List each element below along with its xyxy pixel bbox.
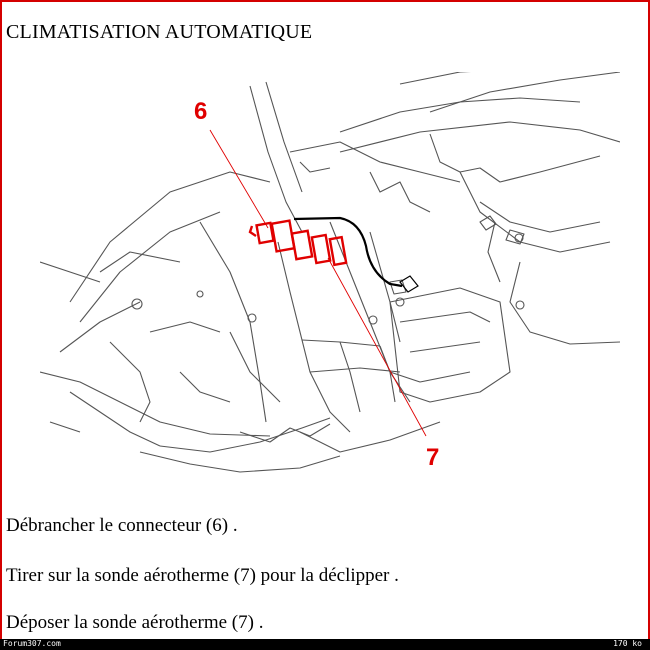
step-disconnect-connector: Débrancher le connecteur (6) . — [6, 515, 238, 536]
footer-bar: Forum307.com 170 ko — [0, 639, 650, 650]
step-remove-probe: Déposer la sonde aérotherme (7) . — [6, 612, 264, 633]
callout-6: 6 — [194, 98, 207, 125]
leader-line-7 — [327, 257, 427, 437]
leader-line-6 — [209, 129, 269, 229]
connector-highlight — [248, 219, 348, 267]
footer-site: Forum307.com — [3, 639, 61, 648]
step-pull-probe: Tirer sur la sonde aérotherme (7) pour l… — [6, 565, 399, 586]
footer-size: 170 ko — [613, 639, 642, 648]
page-title: CLIMATISATION AUTOMATIQUE — [6, 21, 313, 43]
callout-7: 7 — [426, 444, 439, 471]
technical-diagram: 6 7 — [40, 72, 620, 473]
wiring-harness — [293, 216, 403, 288]
